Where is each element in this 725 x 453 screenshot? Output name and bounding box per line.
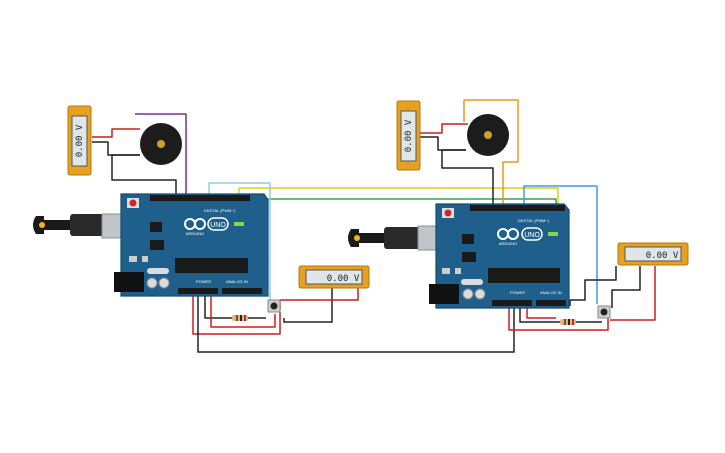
uno-text-left: UNO — [210, 222, 226, 229]
buzzer-left[interactable] — [140, 123, 182, 165]
pushbutton-right[interactable] — [597, 305, 611, 319]
wire-black-meter-lt[interactable] — [92, 141, 140, 156]
small-chip-right — [462, 234, 474, 244]
uno-text-right: UNO — [524, 232, 540, 239]
wire-purple[interactable] — [135, 113, 187, 196]
digital-header-left — [150, 195, 250, 201]
wire-black-buzzer-right[interactable] — [441, 149, 494, 206]
capacitor-right-2 — [474, 288, 486, 300]
wire-blue-right[interactable] — [523, 185, 598, 304]
wire-red-right-gnd2[interactable] — [526, 306, 556, 319]
arduino-text-left: ARDUINO — [186, 231, 204, 236]
capacitor-right-1 — [462, 288, 474, 300]
wire-red-meter-lt[interactable] — [92, 128, 140, 138]
multimeter-right-top[interactable]: 0.00 V — [396, 100, 421, 171]
wire-orange[interactable] — [463, 99, 519, 206]
wire-black-right-pin[interactable] — [519, 306, 560, 323]
arduino-text-right: ARDUINO — [499, 241, 517, 246]
digital-header-right — [470, 205, 565, 211]
wire-yellow[interactable] — [238, 187, 559, 206]
wire-black-meter-rt[interactable] — [420, 136, 466, 151]
wire-lightblue-left[interactable] — [208, 182, 271, 302]
arduino-logo-right: UNO ARDUINO — [497, 227, 543, 246]
resistor-right[interactable] — [560, 319, 576, 325]
small-chip-left — [150, 222, 162, 232]
mcu-chip-right — [488, 268, 560, 283]
wire-black-right-a[interactable] — [569, 266, 617, 306]
wire-black-left-pin[interactable] — [204, 290, 232, 319]
wire-red-meter-rb[interactable] — [610, 266, 656, 321]
wire-red-left-gnd2[interactable] — [210, 290, 276, 328]
power-header-right — [492, 300, 532, 306]
wire-black-meter-rb2[interactable] — [611, 266, 641, 308]
meter-reading-left-bottom: 0.00 V — [327, 274, 360, 284]
analog-header-left — [222, 288, 262, 294]
power-header-left — [178, 288, 218, 294]
usb-plug-tail-left — [33, 216, 44, 234]
pushbutton-left[interactable] — [267, 299, 281, 313]
analog-label-left: ANALOG IN — [226, 279, 248, 284]
arduino-uno-right[interactable]: DIGITAL (PWM~) UNO ARDUINO POWER ANALOG … — [348, 203, 570, 309]
wire-red-right-5v[interactable] — [508, 306, 609, 331]
multimeter-left-bottom[interactable]: 0.00 V — [298, 265, 370, 289]
meter-reading-left-top: 0.00 V — [75, 124, 85, 157]
multimeter-left-top[interactable]: 0.00 V — [67, 105, 92, 176]
wires — [92, 99, 656, 353]
buzzer-right[interactable] — [467, 114, 509, 156]
wire-red-meter-rt[interactable] — [420, 123, 468, 134]
power-jack-left — [114, 272, 144, 292]
mcu-chip-left — [175, 258, 248, 273]
arduino-uno-left[interactable]: DIGITAL (PWM~) UNO ARDUINO POWER ANALOG … — [33, 193, 269, 297]
multimeter-right-bottom[interactable]: 0.00 V — [617, 242, 689, 266]
power-jack-right — [429, 284, 459, 304]
resistor-left[interactable] — [232, 315, 248, 321]
usb-plug-left — [70, 214, 104, 236]
digital-label-right: DIGITAL (PWM~) — [518, 218, 550, 223]
wire-red-meter-lb[interactable] — [279, 287, 359, 310]
capacitor-left-1 — [146, 277, 158, 289]
meter-reading-right-bottom: 0.00 V — [646, 251, 679, 261]
usb-plug-right — [384, 227, 420, 249]
analog-label-right: ANALOG IN — [540, 290, 562, 295]
arduino-logo-left: UNO ARDUINO — [184, 217, 229, 236]
wire-red-left-5v[interactable] — [192, 290, 281, 335]
meter-reading-right-top: 0.00 V — [404, 119, 414, 152]
power-label-right: POWER — [510, 290, 525, 295]
capacitor-left-2 — [158, 277, 170, 289]
digital-label-left: DIGITAL (PWM~) — [204, 208, 236, 213]
wire-black-meter-lb2[interactable] — [283, 288, 333, 323]
power-label-left: POWER — [196, 279, 211, 284]
analog-header-right — [536, 300, 566, 306]
usb-plug-tail-right — [348, 229, 359, 247]
